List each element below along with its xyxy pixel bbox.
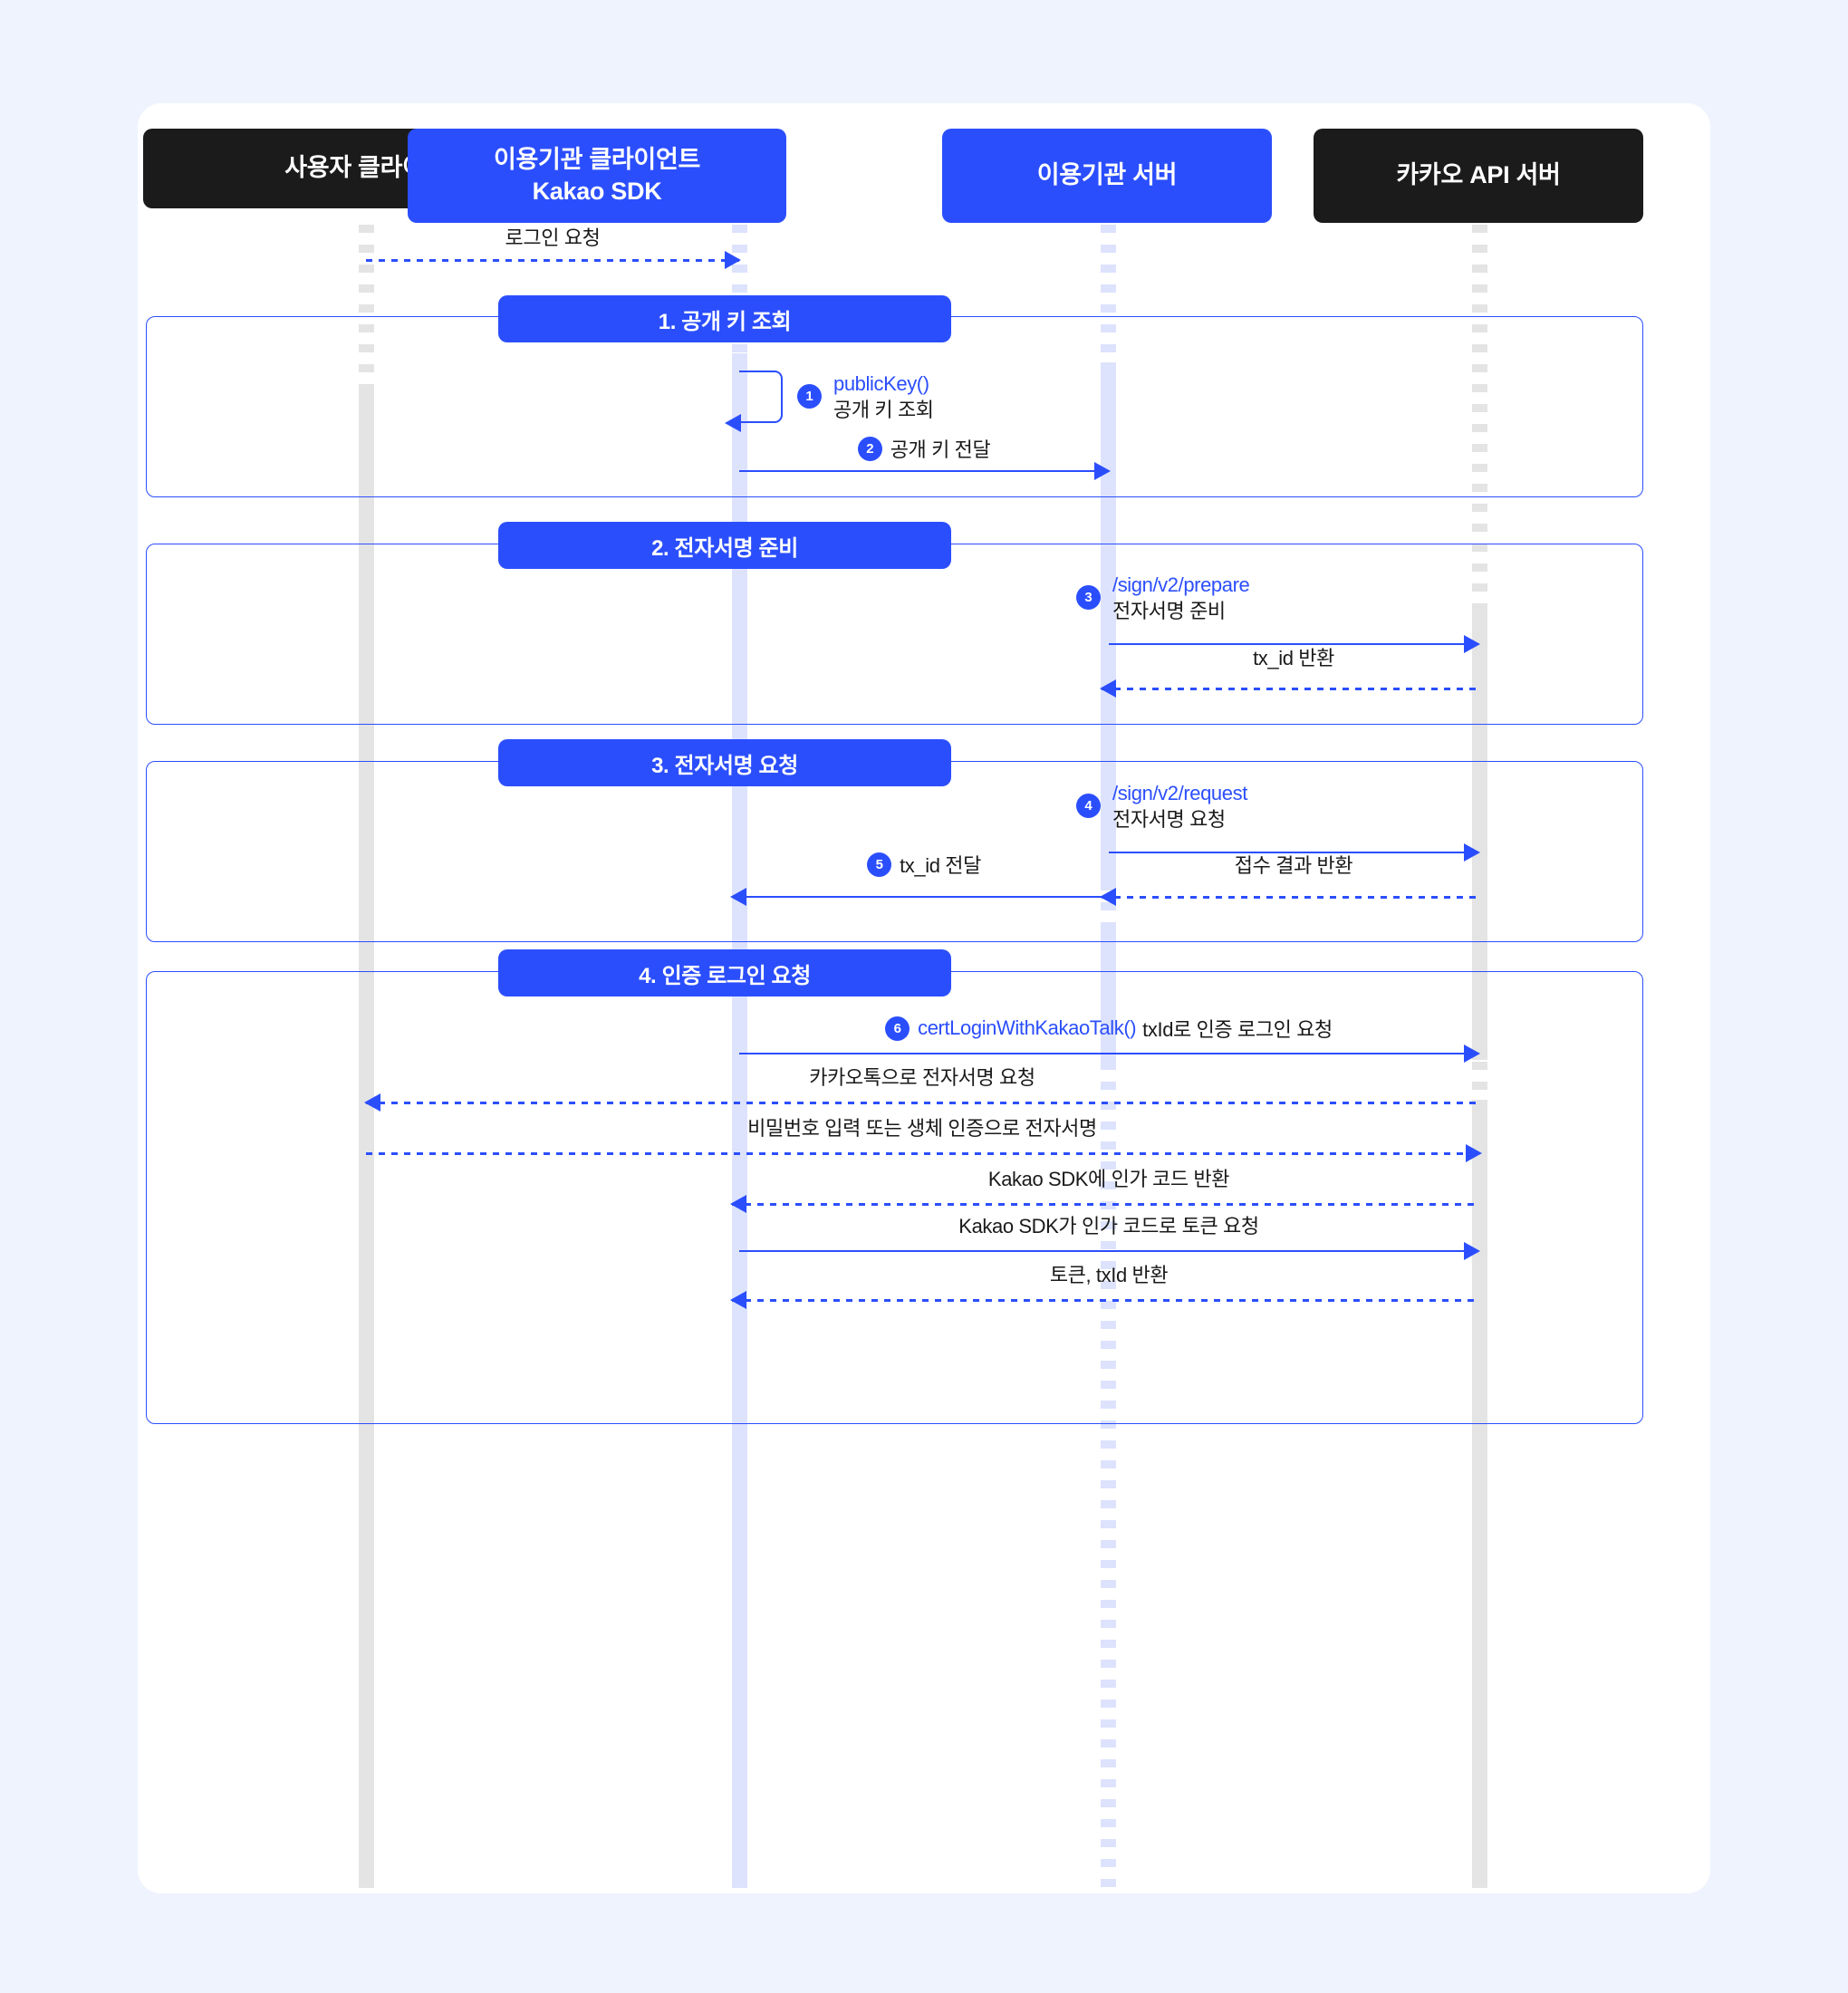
message-label-biometric-sign: 비밀번호 입력 또는 생체 인증으로 전자서명	[366, 1112, 1478, 1141]
section-label-2: 2. 전자서명 준비	[498, 522, 951, 569]
self-call-public-key	[725, 371, 783, 432]
message-text-txid-deliver: tx_id 전달	[900, 854, 981, 877]
step-badge-1: 1	[797, 384, 822, 409]
arrow-head	[1094, 462, 1111, 480]
message-label-sign-request: /sign/v2/request 전자서명 요청	[1112, 781, 1247, 833]
arrow-head	[1464, 635, 1480, 653]
message-text-txid-return: tx_id 반환	[1253, 647, 1334, 669]
message-text-public-key: 공개 키 조회	[833, 398, 934, 421]
message-label-txid-return: tx_id 반환	[1109, 642, 1478, 671]
arrow-shaft	[1102, 896, 1480, 900]
message-text-cert-login: txId로 인증 로그인 요청	[1142, 1018, 1333, 1041]
section-label-3: 3. 전자서명 요청	[498, 739, 951, 786]
message-label-public-key-deliver: 2 공개 키 전달	[739, 434, 1109, 463]
self-call-loop	[739, 371, 783, 423]
step-badge-6: 6	[885, 1016, 910, 1041]
arrow-head	[1464, 1242, 1480, 1260]
message-api-sign-request: /sign/v2/request	[1112, 782, 1247, 804]
actor-partner-client: 이용기관 클라이언트 Kakao SDK	[408, 129, 786, 223]
message-api-cert-login: certLoginWithKakaoTalk()	[918, 1016, 1137, 1039]
message-label-kakaotalk-sign-request: 카카오톡으로 전자서명 요청	[366, 1062, 1478, 1091]
message-label-public-key: publicKey() 공개 키 조회	[833, 371, 934, 423]
arrow-head	[730, 1195, 746, 1213]
message-text-sign-prepare: 전자서명 준비	[1112, 599, 1226, 622]
activation-partner-server-1	[1101, 362, 1116, 888]
message-text-receipt-result: 접수 결과 반환	[1234, 854, 1353, 877]
activation-kakao-api-1	[1472, 607, 1487, 1060]
step-badge-5: 5	[867, 852, 892, 877]
message-label-token-return: 토큰, txId 반환	[739, 1259, 1478, 1288]
arrow-shaft	[732, 1203, 1480, 1207]
arrow-shaft	[366, 1102, 1480, 1105]
actor-kakao-api-label: 카카오 API 서버	[1396, 161, 1561, 189]
actor-kakao-api: 카카오 API 서버	[1314, 129, 1643, 223]
message-api-public-key: publicKey()	[833, 372, 929, 395]
arrow-shaft	[739, 1250, 1478, 1252]
message-text-public-key-deliver: 공개 키 전달	[890, 438, 991, 461]
arrow-head	[730, 1291, 746, 1309]
arrow-head	[730, 888, 746, 906]
message-label-receipt-result: 접수 결과 반환	[1109, 850, 1478, 879]
section-title-2: 2. 전자서명 준비	[651, 535, 798, 561]
arrow-head	[725, 251, 741, 269]
arrow-shaft	[1109, 643, 1478, 645]
arrow-shaft	[1102, 688, 1480, 691]
step-badge-3: 3	[1076, 585, 1101, 610]
arrow-head	[1464, 1045, 1480, 1063]
arrow-shaft	[366, 259, 739, 263]
message-text-token-request: Kakao SDK가 인가 코드로 토큰 요청	[958, 1215, 1259, 1237]
actor-partner-server: 이용기관 서버	[942, 129, 1272, 223]
message-api-sign-prepare: /sign/v2/prepare	[1112, 573, 1250, 596]
section-title-3: 3. 전자서명 요청	[651, 753, 798, 778]
activation-partner-server-2	[1101, 924, 1116, 1065]
message-text-biometric-sign: 비밀번호 입력 또는 생체 인증으로 전자서명	[747, 1117, 1097, 1140]
section-title-1: 1. 공개 키 조회	[658, 309, 792, 334]
message-text-auth-code-return: Kakao SDK에 인가 코드 반환	[987, 1168, 1230, 1190]
message-label-cert-login: 6 certLoginWithKakaoTalk() txId로 인증 로그인 …	[739, 1013, 1478, 1044]
activation-partner-client-1	[732, 353, 747, 1888]
arrow-head	[1466, 1144, 1482, 1162]
arrow-head	[725, 414, 741, 432]
arrow-head	[1100, 679, 1116, 698]
arrow-shaft	[739, 470, 1109, 472]
section-label-1: 1. 공개 키 조회	[498, 295, 951, 342]
activation-kakao-api-2	[1472, 1100, 1487, 1888]
message-label-auth-code-return: Kakao SDK에 인가 코드 반환	[739, 1163, 1478, 1192]
section-label-4: 4. 인증 로그인 요청	[498, 949, 951, 996]
arrow-shaft	[1109, 852, 1478, 853]
activation-user-client-2	[359, 1094, 374, 1888]
arrow-shaft	[366, 1152, 1480, 1156]
message-label-sign-prepare: /sign/v2/prepare 전자서명 준비	[1112, 573, 1250, 624]
message-text-sign-request: 전자서명 요청	[1112, 807, 1226, 831]
section-title-4: 4. 인증 로그인 요청	[639, 963, 811, 988]
message-label-token-request: Kakao SDK가 인가 코드로 토큰 요청	[739, 1210, 1478, 1239]
message-text-intro: 로그인 요청	[505, 226, 601, 249]
arrow-shaft	[739, 1053, 1478, 1054]
diagram-card: 사용자 클라이언트 이용기관 클라이언트 Kakao SDK 이용기관 서버 카…	[138, 103, 1710, 1893]
message-label-txid-deliver: 5 tx_id 전달	[739, 850, 1109, 879]
actor-partner-server-label: 이용기관 서버	[1036, 161, 1178, 189]
message-text-token-return: 토큰, txId 반환	[1049, 1264, 1169, 1286]
arrow-shaft	[732, 1299, 1480, 1303]
step-badge-2: 2	[857, 436, 882, 461]
step-badge-4: 4	[1076, 794, 1101, 818]
section-frame-2	[146, 544, 1643, 725]
sequence-diagram-stage: 사용자 클라이언트 이용기관 클라이언트 Kakao SDK 이용기관 서버 카…	[138, 103, 1710, 1893]
message-label-intro: 로그인 요청	[366, 223, 739, 250]
arrow-head	[1464, 843, 1480, 862]
actor-partner-client-label-line1: 이용기관 클라이언트	[493, 145, 701, 173]
message-text-kakaotalk-sign-request: 카카오톡으로 전자서명 요청	[809, 1066, 1035, 1089]
arrow-head	[364, 1093, 380, 1112]
arrow-shaft	[732, 896, 1109, 898]
actor-partner-client-label-line2: Kakao SDK	[532, 178, 662, 205]
